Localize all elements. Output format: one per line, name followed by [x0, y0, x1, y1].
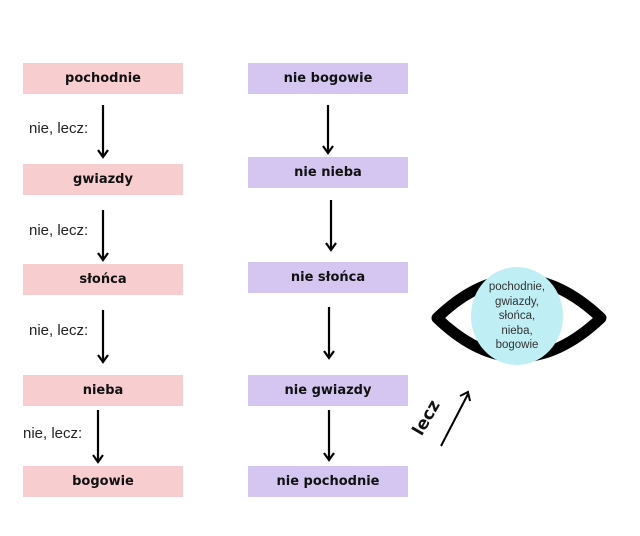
left-arrows [92, 105, 109, 464]
left-box-bogowie: bogowie [23, 466, 183, 497]
right-box-nie-gwiazdy: nie gwiazdy [248, 375, 408, 406]
diagonal-arrow-icon [440, 390, 471, 447]
right-box-nie-nieba: nie nieba [248, 157, 408, 188]
down-arrow-head-icon [97, 252, 109, 262]
connector-label: nie, lecz: [29, 120, 89, 137]
right-box-nie-slonca: nie słońca [248, 262, 408, 293]
down-arrow-head-icon [322, 145, 334, 155]
left-box-nieba: nieba [23, 375, 183, 406]
left-box-pochodnie: pochodnie [23, 63, 183, 94]
connector-label: nie, lecz: [23, 425, 83, 442]
right-box-nie-bogowie: nie bogowie [248, 63, 408, 94]
down-arrow-head-icon [323, 350, 335, 360]
down-arrow-head-icon [92, 454, 104, 464]
iris-line: gwiazdy, [495, 295, 539, 308]
iris-line: bogowie [495, 339, 539, 351]
eye-iris-text: pochodnie, gwiazdy, słońca, nieba, bogow… [471, 280, 563, 353]
down-arrow-head-icon [97, 149, 109, 159]
eye-iris [471, 267, 563, 365]
right-arrows [322, 105, 337, 462]
right-box-nie-pochodnie: nie pochodnie [248, 466, 408, 497]
down-arrow-head-icon [325, 242, 337, 252]
down-arrow-head-icon [97, 354, 109, 364]
iris-line: słońca, [498, 310, 536, 322]
connector-label: nie, lecz: [29, 322, 89, 339]
left-box-slonca: słońca [23, 264, 183, 295]
down-arrow-head-icon [323, 452, 335, 462]
eye-icon [431, 267, 607, 365]
iris-line: nieba, [501, 324, 533, 337]
connector-label: nie, lecz: [29, 222, 89, 239]
left-box-gwiazdy: gwiazdy [23, 164, 183, 195]
iris-line: pochodnie, [488, 281, 546, 293]
